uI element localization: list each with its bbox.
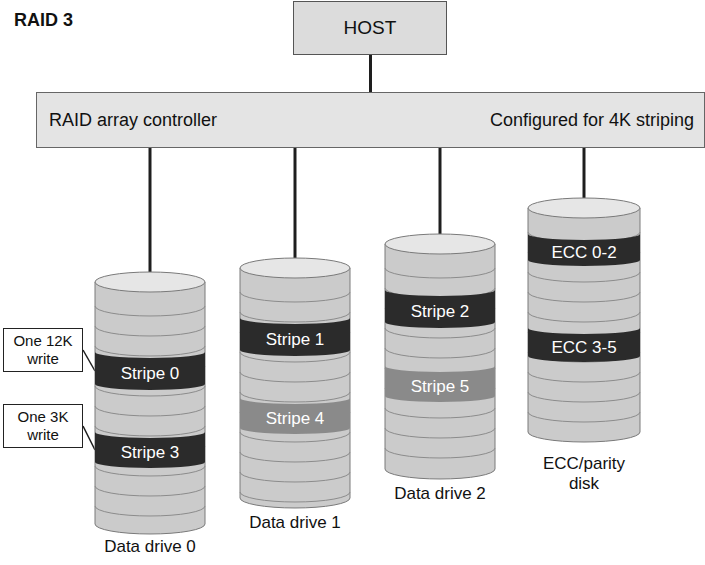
drive-label: Data drive 0 [75,537,225,557]
drive-label: ECC/parity disk [538,454,630,494]
connector-line [83,350,95,371]
disk-shape [528,198,640,442]
host-box: HOST [293,1,447,55]
stripe-band: Stripe 1 [240,318,350,356]
drive-label: Data drive 1 [220,513,370,533]
controller-band: RAID array controller Configured for 4K s… [36,92,705,148]
diagram-title: RAID 3 [14,10,73,31]
connector-line [83,426,95,450]
connector-line [439,148,442,234]
disk-shape [95,272,205,534]
node-text: One 12K write [8,332,78,368]
connector-line [149,148,152,272]
node-text: Configured for 4K striping [490,110,694,131]
drive-label: Data drive 2 [365,484,515,504]
connector-line [369,55,372,92]
stripe-band: Stripe 3 [95,432,205,468]
disk-cylinder: Data drive 0Stripe 0Stripe 3 [95,272,205,534]
node-text: Stripe 1 [266,330,325,350]
callout-box: One 3K write [3,404,83,448]
callout-box: One 12K write [3,328,83,372]
node-text: Stripe 0 [121,364,180,384]
disk-cylinder: ECC/parity diskECC 0-2ECC 3-5 [528,198,640,442]
stripe-band: Stripe 5 [385,366,495,402]
connector-line [583,148,586,198]
node-text: One 3K write [8,408,78,444]
node-text: Stripe 4 [266,409,325,429]
disk-shape [240,258,350,508]
node-text: RAID array controller [49,110,217,131]
disk-cylinder: Data drive 1Stripe 1Stripe 4 [240,258,350,508]
stripe-band: ECC 3-5 [528,328,640,362]
node-text: Stripe 5 [411,377,470,397]
stripe-band: Stripe 0 [95,352,205,390]
stripe-band: Stripe 2 [385,290,495,328]
disk-shape [385,234,495,479]
disk-cylinder: Data drive 2Stripe 2Stripe 5 [385,234,495,479]
stripe-band: Stripe 4 [240,398,350,434]
stripe-band: ECC 0-2 [528,234,640,266]
node-text: Stripe 2 [411,302,470,322]
node-text: Stripe 3 [121,443,180,463]
node-text: ECC 0-2 [551,243,616,263]
node-text: HOST [344,17,397,39]
node-text: ECC 3-5 [551,338,616,358]
connector-line [294,148,297,258]
